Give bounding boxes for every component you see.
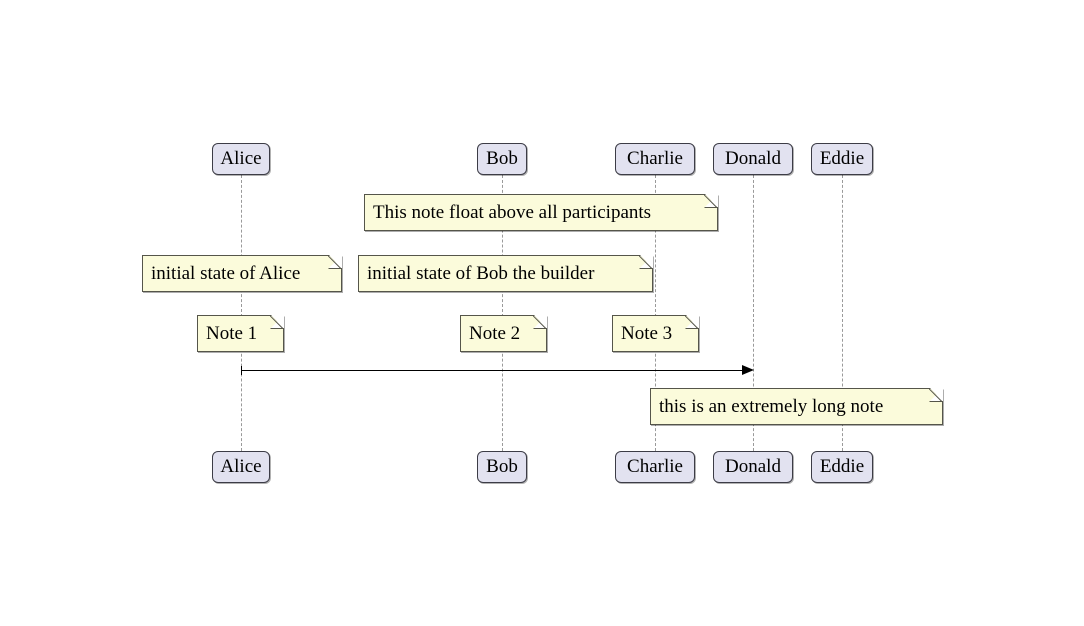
- note-body: [197, 315, 284, 352]
- message-arrowhead-icon: [742, 365, 754, 375]
- note-body: [142, 255, 342, 292]
- note-2[interactable]: Note 2: [460, 315, 547, 352]
- note-text: initial state of Alice: [151, 263, 301, 284]
- note-text: this is an extremely long note: [659, 396, 884, 417]
- participant-donald-top[interactable]: Donald: [713, 143, 793, 175]
- note-initial-alice[interactable]: initial state of Alice: [142, 255, 342, 292]
- note-body: [460, 315, 547, 352]
- participant-eddie-bottom[interactable]: Eddie: [811, 451, 873, 483]
- note-3[interactable]: Note 3: [612, 315, 699, 352]
- participant-bob-bottom[interactable]: Bob: [477, 451, 527, 483]
- participant-alice-bottom[interactable]: Alice: [212, 451, 270, 483]
- participant-bob-top[interactable]: Bob: [477, 143, 527, 175]
- note-body: [612, 315, 699, 352]
- lifeline-alice: [241, 175, 242, 451]
- note-text: Note 2: [469, 323, 521, 344]
- note-body: [358, 255, 653, 292]
- lifeline-donald: [753, 175, 754, 451]
- note-text: This note float above all participants: [373, 202, 652, 223]
- participant-alice-top[interactable]: Alice: [212, 143, 270, 175]
- note-text: Note 1: [206, 323, 258, 344]
- note-extremely-long[interactable]: this is an extremely long note: [650, 388, 943, 425]
- note-float-above-all[interactable]: This note float above all participants: [364, 194, 718, 231]
- lifeline-bob: [502, 175, 503, 451]
- note-1[interactable]: Note 1: [197, 315, 284, 352]
- note-body: [364, 194, 718, 231]
- note-text: initial state of Bob the builder: [367, 263, 595, 284]
- participant-donald-bottom[interactable]: Donald: [713, 451, 793, 483]
- note-body: [650, 388, 943, 425]
- participant-charlie-top[interactable]: Charlie: [615, 143, 695, 175]
- note-initial-bob[interactable]: initial state of Bob the builder: [358, 255, 653, 292]
- participant-eddie-top[interactable]: Eddie: [811, 143, 873, 175]
- lifeline-eddie: [842, 175, 843, 451]
- lifeline-charlie: [655, 175, 656, 451]
- note-text: Note 3: [621, 323, 673, 344]
- message-line: [241, 370, 743, 371]
- participant-charlie-bottom[interactable]: Charlie: [615, 451, 695, 483]
